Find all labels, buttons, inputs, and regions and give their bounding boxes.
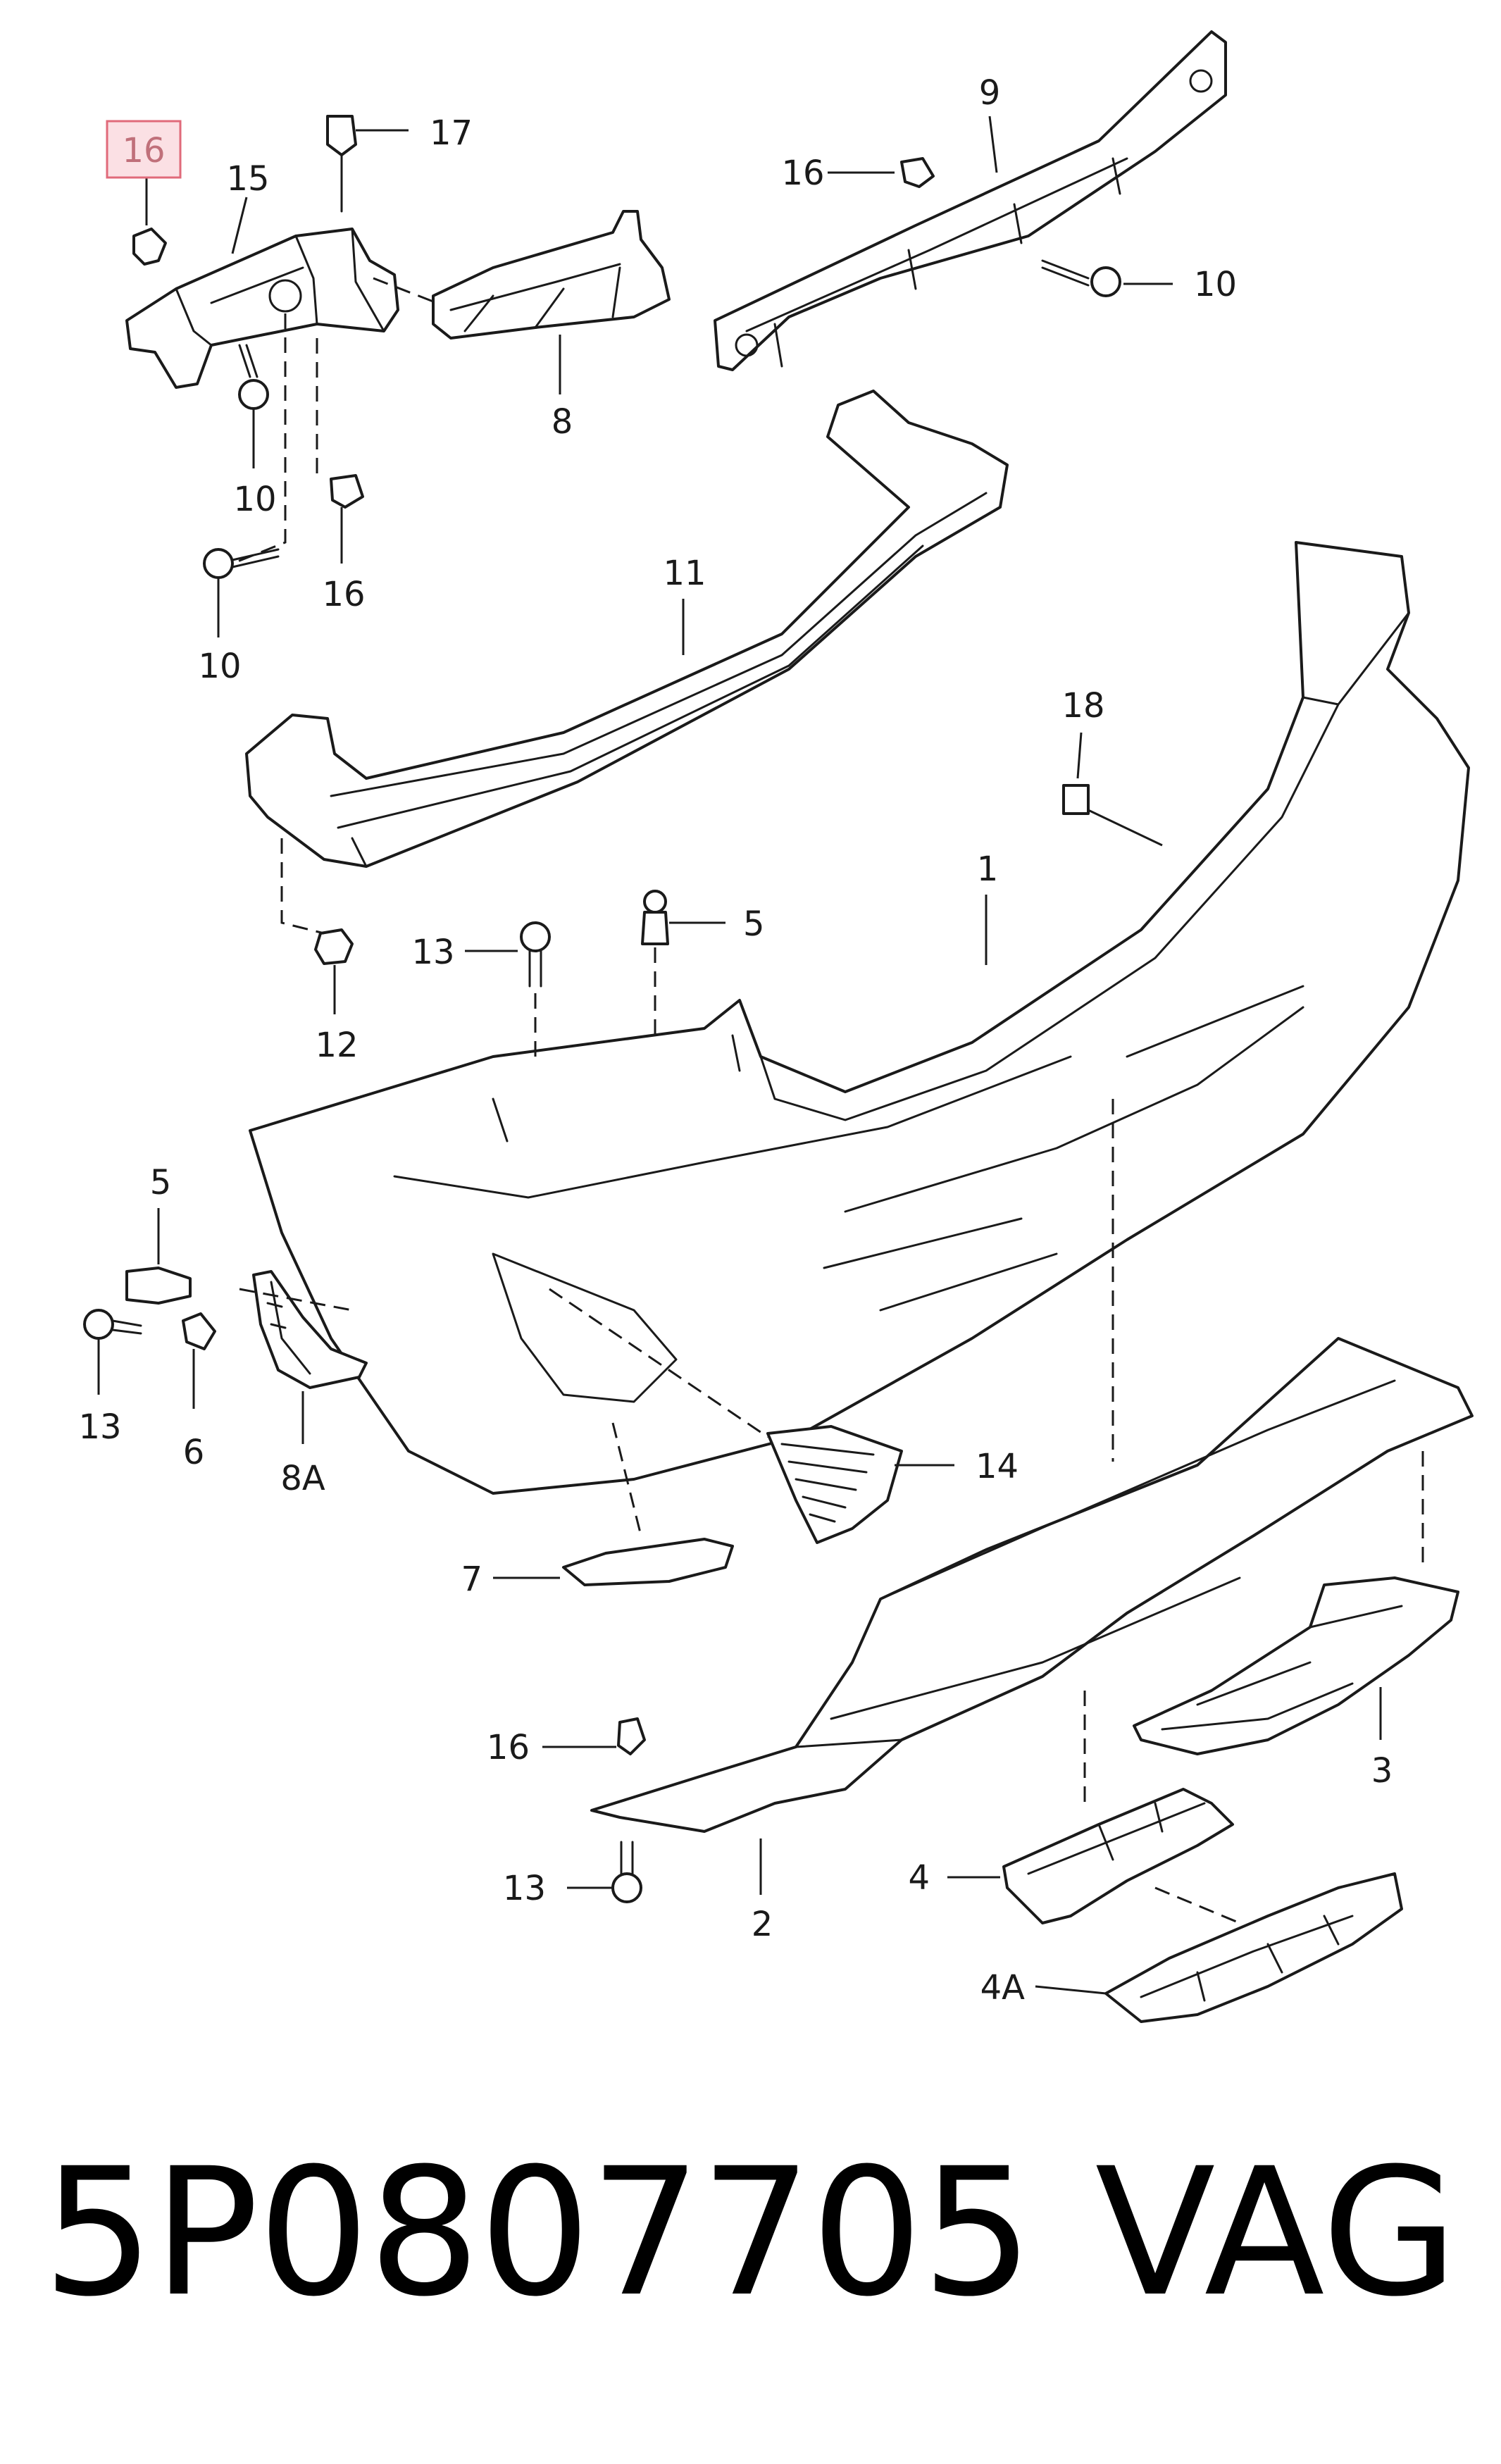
part-8a-bracket xyxy=(252,1270,368,1389)
clip-16b xyxy=(900,157,935,188)
callout-16-lower: 16 xyxy=(487,1728,530,1767)
highlight-box xyxy=(106,120,182,179)
clip-16a xyxy=(132,228,167,266)
screw-13a xyxy=(520,921,551,988)
clip-16d xyxy=(617,1717,646,1755)
callout-10-lower: 10 xyxy=(198,647,241,686)
callout-2: 2 xyxy=(752,1905,773,1944)
part-number: 5P0807705 xyxy=(42,2130,1033,2335)
part-4-bracket xyxy=(1002,1788,1234,1924)
callout-13-left: 13 xyxy=(78,1407,121,1447)
callout-5-top: 5 xyxy=(743,904,765,944)
part-8-bracket xyxy=(432,210,671,340)
callout-6: 6 xyxy=(183,1433,205,1472)
callout-1: 1 xyxy=(977,850,999,889)
callout-14: 14 xyxy=(976,1447,1019,1486)
callout-18: 18 xyxy=(1061,686,1104,726)
part-2-diffuser xyxy=(590,1337,1474,1833)
pin-5b xyxy=(125,1267,192,1305)
clip-18 xyxy=(1062,784,1090,815)
screw-13c xyxy=(611,1841,642,1903)
callout-17: 17 xyxy=(430,113,473,153)
callout-15: 15 xyxy=(226,159,269,199)
screw-13b xyxy=(83,1309,142,1340)
callout-16-top: 16 xyxy=(781,154,824,193)
callout-12: 12 xyxy=(315,1026,358,1065)
brand-name: VAG xyxy=(1095,2130,1458,2335)
assembly-lines xyxy=(232,277,1424,1924)
leader-lines xyxy=(97,116,1382,1995)
screw-10b xyxy=(238,344,269,410)
clip-6 xyxy=(182,1312,216,1350)
callout-16-highlighted: 16 xyxy=(122,131,165,170)
screw-10c xyxy=(203,548,280,579)
part-4a-bracket xyxy=(1104,1872,1403,2023)
fasteners xyxy=(83,115,1121,1903)
nut-12 xyxy=(314,928,354,965)
part-15-bracket xyxy=(125,228,399,389)
callout-5-left: 5 xyxy=(150,1163,172,1202)
footer: 5P0807705 VAG xyxy=(28,2127,1479,2339)
callout-8a: 8A xyxy=(280,1459,325,1498)
callout-3: 3 xyxy=(1371,1751,1393,1791)
part-11-beam xyxy=(245,390,1009,868)
part-9-bracket xyxy=(714,30,1227,371)
callout-4a: 4A xyxy=(980,1968,1026,2008)
callout-13-top: 13 xyxy=(411,933,454,972)
part-1-bumper xyxy=(249,541,1470,1495)
callout-10-left: 10 xyxy=(233,480,276,519)
callout-16-mid: 16 xyxy=(322,575,365,614)
part-14-grille xyxy=(766,1425,903,1544)
callout-4: 4 xyxy=(908,1858,930,1898)
callout-11: 11 xyxy=(663,554,706,593)
pin-5a xyxy=(641,890,669,945)
callout-7: 7 xyxy=(461,1560,482,1599)
callouts: 16 17 15 9 16 10 8 10 16 10 11 18 1 5 13… xyxy=(78,73,1393,2008)
clip-16c xyxy=(330,474,364,509)
part-3-trim xyxy=(1133,1576,1459,1755)
callout-9: 9 xyxy=(979,73,1001,113)
screw-10a xyxy=(1041,259,1121,297)
clip-17 xyxy=(326,115,357,213)
callout-8: 8 xyxy=(552,402,573,442)
callout-13-lower: 13 xyxy=(503,1869,546,1908)
callout-10-right: 10 xyxy=(1194,265,1237,304)
part-7-reflector xyxy=(562,1538,734,1586)
